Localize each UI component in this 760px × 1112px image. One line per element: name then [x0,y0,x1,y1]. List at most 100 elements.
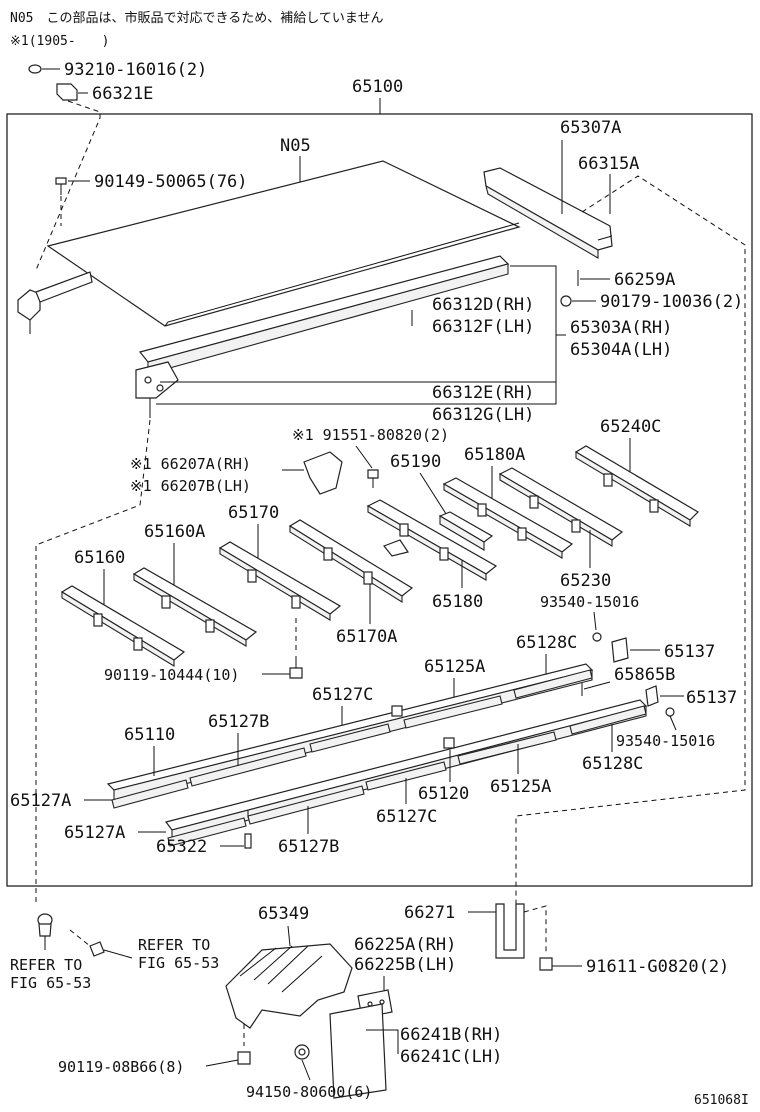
nut-94150[interactable] [294,1044,311,1081]
strip-65128C-b[interactable] [569,705,647,735]
dash-guide-topleft [35,100,101,271]
label-66321E: 66321E [92,84,153,104]
bracket-65137-b[interactable] [645,685,684,707]
label-65120: 65120 [418,784,469,804]
label-65180A: 65180A [464,445,525,465]
dash-guide-refer-2 [69,929,91,947]
strip-65128C-a[interactable] [513,669,593,699]
strip-65127C-b[interactable] [365,761,447,791]
strip-65127B-a[interactable] [189,747,307,787]
label-65127C-a: 65127C [312,685,373,705]
label-93540-b: 93540-15016 [616,732,715,750]
label-66312G: 66312G(LH) [432,405,534,425]
label-65190: 65190 [390,452,441,472]
label-90119-b: 90119-08B66(8) [58,1058,184,1076]
label-65170: 65170 [228,503,279,523]
label-90179: 90179-10036(2) [600,292,743,312]
screw-90149[interactable] [55,177,90,195]
dash-guide-66271 [523,905,547,952]
screw-65322[interactable] [220,810,252,849]
label-refer-2a: REFER TO [138,936,210,954]
bracket-66207A[interactable] [282,451,343,495]
label-66241B: 66241B(RH) [400,1025,502,1045]
bolt-90119-a[interactable] [262,618,303,679]
note-n05: N05 この部品は、市販品で対応できるため、補給していません [10,10,383,26]
label-65304A: 65304A(LH) [570,340,672,360]
mudflap-66241B[interactable] [329,1003,399,1099]
label-65160: 65160 [74,548,125,568]
crossmember-65240C[interactable] [574,445,699,527]
pin-65865B[interactable] [581,681,611,696]
bolt-93540-b[interactable] [665,707,677,731]
bolt-refer-2[interactable] [89,941,133,959]
label-66225B: 66225B(LH) [354,955,456,975]
hinge-bracket-left[interactable] [17,271,93,334]
label-65127B-a: 65127B [208,712,269,732]
bolt-93210[interactable] [28,64,60,74]
crossmember-65170A[interactable] [288,519,414,603]
crossmember-65190[interactable] [438,511,494,551]
bolt-91611[interactable] [539,957,582,971]
label-65303A: 65303A(RH) [570,318,672,338]
label-94150: 94150-80600(6) [246,1083,372,1101]
crossmember-65160[interactable] [60,585,186,667]
front-rail-65303A[interactable] [135,255,510,418]
dash-guide-right [515,175,746,905]
nut-90179[interactable] [560,295,596,307]
strip-65125A-a[interactable] [403,695,503,729]
bracket-66271[interactable] [468,903,525,959]
bolt-91551[interactable] [355,445,379,488]
label-65127A-b: 65127A [64,823,125,843]
block-66321E[interactable] [56,83,88,101]
label-65180: 65180 [432,592,483,612]
label-refer-1a: REFER TO [10,956,82,974]
pin-66259A[interactable] [577,270,610,286]
crossmember-65180[interactable] [366,499,498,581]
label-66241C: 66241C(LH) [400,1047,502,1067]
label-65307A: 65307A [560,118,621,138]
label-65127B-b: 65127B [278,837,339,857]
label-65160A: 65160A [144,522,205,542]
crossmember-65230[interactable] [498,467,624,547]
label-65100: 65100 [352,77,403,97]
rear-rail-65307A[interactable] [483,167,613,259]
label-65127C-b: 65127C [376,807,437,827]
strip-65127B-b[interactable] [247,785,365,825]
label-refer-2b: FIG 65-53 [138,954,219,972]
label-65137-b: 65137 [686,688,737,708]
label-65240C: 65240C [600,417,661,437]
label-66259A: 66259A [614,270,675,290]
label-65170A: 65170A [336,627,397,647]
note-asterisk: ※1(1905- ) [10,34,110,49]
label-91551: ※1 91551-80820(2) [292,426,449,444]
label-65865B: 65865B [614,665,675,685]
bracket-65137-a[interactable] [611,637,660,663]
floor-panel-N05[interactable] [46,160,521,327]
bolt-90119-b[interactable] [205,1024,251,1067]
label-65349: 65349 [258,904,309,924]
label-66207B: ※1 66207B(LH) [130,477,251,495]
label-66225A: 66225A(RH) [354,935,456,955]
label-91611: 91611-G0820(2) [586,957,729,977]
bolt-93540-a[interactable] [592,611,602,642]
mudguard-65349[interactable] [225,943,353,1029]
label-66207A: ※1 66207A(RH) [130,455,251,473]
label-66312D: 66312D(RH) [432,295,534,315]
label-N05: N05 [280,136,311,156]
label-93540-a: 93540-15016 [540,593,639,611]
strip-65127A-b[interactable] [167,817,247,847]
label-90149: 90149-50065(76) [94,172,248,192]
crossmember-65170[interactable] [218,541,342,621]
label-65128C-b: 65128C [582,754,643,774]
rubber-cushion-left[interactable] [37,913,53,950]
label-65137-a: 65137 [664,642,715,662]
label-65110: 65110 [124,725,175,745]
figure-code: 651068I [694,1093,749,1108]
label-66271: 66271 [404,903,455,923]
strip-65127C-a[interactable] [309,723,391,753]
crossmember-65180A[interactable] [442,477,574,559]
crossmember-65160A[interactable] [132,567,258,647]
strip-65125A-b[interactable] [457,731,557,765]
strip-65127A-a[interactable] [111,779,189,809]
